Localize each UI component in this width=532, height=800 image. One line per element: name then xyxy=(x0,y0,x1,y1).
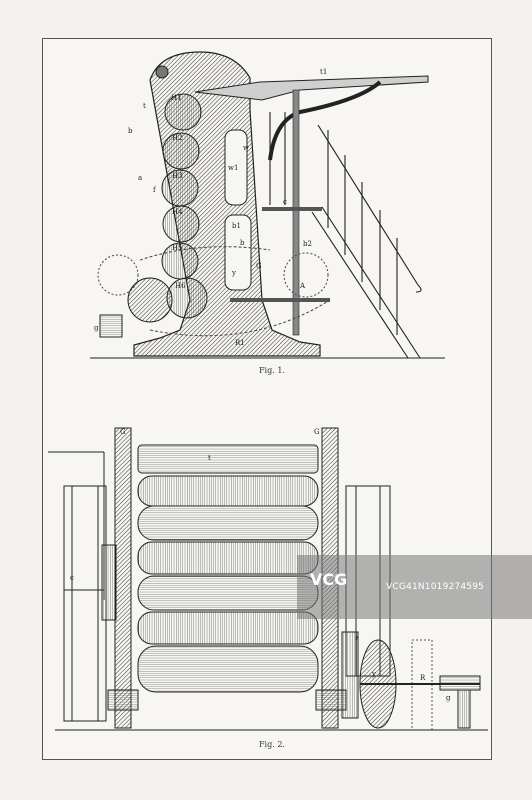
fig1-label-w: w xyxy=(243,144,249,152)
watermark-band xyxy=(297,555,532,619)
fig1-label-g: g xyxy=(94,324,99,332)
fig1-label-w1: w1 xyxy=(228,164,238,172)
fig2-label-g: g xyxy=(446,694,451,702)
figure-1-caption: Fig. 1. xyxy=(259,366,285,375)
fig1-label-h5: H5 xyxy=(172,244,183,252)
fig1-label-c: c xyxy=(283,198,287,206)
fig1-label-b-mid: b xyxy=(240,239,245,247)
fig2-label-t: t xyxy=(208,454,211,462)
fig1-label-t1: t1 xyxy=(320,68,327,76)
fig1-label-h4: H4 xyxy=(172,208,183,216)
fig2-label-g-right: G xyxy=(314,428,320,436)
fig2-label-z: z xyxy=(355,634,359,642)
figure-2-drawing: G G t c z y R g xyxy=(48,427,488,731)
fig1-label-h1: H1 xyxy=(171,94,182,102)
fig1-label-y: y xyxy=(231,269,236,277)
fig1-label-t: t xyxy=(143,102,146,110)
fig1-label-h6: H6 xyxy=(175,282,186,290)
fig1-label-g-frame: G xyxy=(256,262,262,270)
fig1-label-b1: b1 xyxy=(232,222,241,230)
watermark-logo: VCG xyxy=(310,570,348,589)
fig1-label-b: b xyxy=(128,127,133,135)
fig1-label-b2: b2 xyxy=(303,240,312,248)
watermark-id: VCG41N1019274595 xyxy=(386,582,485,592)
fig1-label-h3: H3 xyxy=(172,172,183,180)
fig1-stairs xyxy=(269,112,422,359)
fig2-label-r: R xyxy=(420,674,426,682)
fig1-label-h2: H2 xyxy=(172,134,183,142)
fig1-rollers xyxy=(161,93,208,319)
fig1-top-arm xyxy=(194,75,429,101)
fig2-label-y: y xyxy=(371,670,376,678)
fig2-label-c: c xyxy=(70,574,74,582)
fig1-label-a: a xyxy=(138,174,142,182)
fig2-label-g-left: G xyxy=(120,428,126,436)
figure-2-caption: Fig. 2. xyxy=(259,740,285,749)
figure-1-drawing: t1 t b H1 H2 H3 H4 H5 H6 a f w w1 b b1 y… xyxy=(90,51,445,359)
fig1-column xyxy=(292,89,300,336)
fig1-label-f: f xyxy=(153,186,157,194)
fig2-left-frame xyxy=(114,427,132,729)
fig2-rollers xyxy=(137,444,319,693)
fig1-label-a-cap: A xyxy=(299,282,306,290)
fig1-label-r1: R1 xyxy=(235,339,245,347)
